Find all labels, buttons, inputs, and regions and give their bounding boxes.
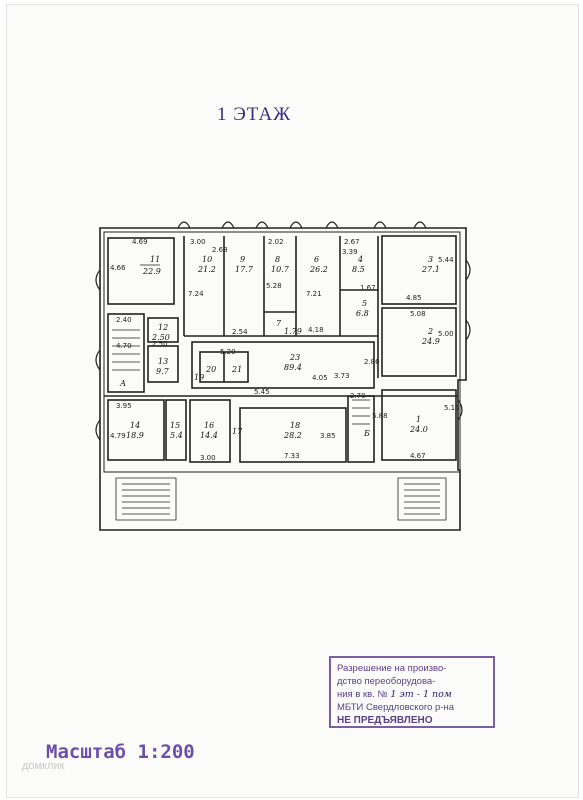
dim-label: 2.50: [152, 340, 168, 348]
dim-label: 3.95: [116, 402, 132, 410]
dim-label: 2.68: [212, 246, 228, 254]
room-18-wall: [239, 407, 347, 463]
room-6-number: 6: [314, 255, 319, 264]
room-17-number: 17: [232, 427, 243, 436]
dim-label: 5.45: [254, 388, 270, 396]
dim-label: 2.02: [268, 238, 284, 246]
stair-a-label: А: [119, 379, 126, 388]
room-9-number: 9: [240, 255, 245, 264]
room-13-area: 9.7: [156, 367, 170, 376]
room-2-area: 24.9: [421, 337, 440, 346]
stamp-line-1: Разрешение на произво-: [337, 663, 447, 674]
room-16-number: 16: [204, 421, 214, 430]
dim-label: 4.85: [406, 294, 422, 302]
room-15-area: 5.4: [170, 431, 183, 440]
dim-label: 4.66: [110, 264, 126, 272]
stamp-line-3: ния в кв. № 1 эт - 1 пом: [337, 688, 487, 701]
dim-label: 3.73: [334, 372, 350, 380]
room-7-number: 7: [276, 319, 282, 328]
room-11-area: 22.9: [142, 267, 161, 276]
room-23-area: 89.4: [284, 363, 302, 372]
dim-label: 5.44: [438, 256, 454, 264]
room-1-number: 1: [416, 415, 421, 424]
room-3-number: 3: [428, 255, 433, 264]
room-12-area: 2.50: [151, 333, 170, 342]
floor-title: 1 ЭТАЖ: [217, 104, 292, 125]
dim-label: 4.67: [410, 452, 426, 460]
dim-label: 7.33: [284, 452, 300, 460]
dim-label: 4.18: [308, 326, 324, 334]
room-13-number: 13: [158, 357, 168, 366]
dim-label: 2.40: [116, 316, 132, 324]
room-20-number: 20: [205, 365, 216, 374]
room-6-area: 26.2: [309, 265, 328, 274]
watermark: домклик: [22, 760, 65, 772]
dim-label: 3.39: [342, 248, 358, 256]
approval-stamp: Разрешение на произво- дство переоборудо…: [329, 656, 495, 728]
room-15-number: 15: [170, 421, 180, 430]
dim-label: 2.54: [232, 328, 248, 336]
room-9-area: 17.7: [235, 265, 254, 274]
stair-b-label: Б: [363, 429, 370, 438]
inner-outline: [103, 231, 461, 473]
room-21-number: 21: [231, 365, 242, 374]
dim-label: 3.00: [190, 238, 206, 246]
dim-label: 5.88: [372, 412, 388, 420]
room-10-area: 21.2: [197, 265, 216, 274]
dim-label: 1.67: [360, 284, 376, 292]
room-18-number: 18: [290, 421, 300, 430]
room-8-number: 8: [275, 255, 280, 264]
room-4-area: 8.5: [352, 265, 365, 274]
dim-label: 2.70: [350, 392, 366, 400]
dim-label: 4.05: [312, 374, 328, 382]
scale-label: Масштаб 1:200: [46, 741, 195, 763]
room-23-number: 23: [289, 353, 300, 362]
room-14-number: 14: [130, 421, 140, 430]
outer-wall: [99, 227, 467, 531]
dim-label: 5.28: [266, 282, 282, 290]
stamp-line-5: НЕ ПРЕДЪЯВЛЕНО: [337, 715, 433, 726]
dim-label: 5.00: [438, 330, 454, 338]
room-11-number: 11: [150, 255, 160, 264]
room-7-area: 1.79: [284, 327, 302, 336]
dim-label: 5.15: [444, 404, 460, 412]
room-5-area: 6.8: [356, 309, 369, 318]
room-4-number: 4: [357, 255, 363, 264]
stamp-line-3-prefix: ния в кв. №: [337, 689, 388, 700]
dim-label: 3.85: [320, 432, 336, 440]
dim-label: 7.21: [306, 290, 322, 298]
room-14-area: 18.9: [126, 431, 144, 440]
room-2-number: 2: [427, 327, 433, 336]
dim-label: 4.79: [110, 432, 126, 440]
stamp-line-4: МБТИ Свердловского р-на: [337, 702, 455, 713]
dim-label: 2.86: [364, 358, 380, 366]
room-5-number: 5: [362, 299, 367, 308]
plan-sheet: [6, 4, 579, 798]
dim-label: 3.00: [200, 454, 216, 462]
room-11-wall: [107, 237, 175, 305]
room-8-area: 10.7: [271, 265, 290, 274]
room-18-area: 28.2: [283, 431, 302, 440]
stamp-line-2: дство переоборудова-: [337, 676, 436, 687]
dim-label: 4.69: [132, 238, 148, 246]
room-1-area: 24.0: [409, 425, 428, 434]
room-19-number: 19: [194, 373, 204, 382]
room-16-area: 14.4: [200, 431, 218, 440]
dim-label: 2.67: [344, 238, 360, 246]
dim-label: 5.08: [410, 310, 426, 318]
dim-label: 7.24: [188, 290, 204, 298]
dim-label: 4.70: [116, 342, 132, 350]
stamp-handwritten-note: 1 эт - 1 пом: [390, 689, 452, 700]
room-12-number: 12: [158, 323, 168, 332]
room-3-area: 27.1: [421, 265, 440, 274]
dim-label: 5.20: [220, 348, 236, 356]
room-10-number: 10: [202, 255, 212, 264]
